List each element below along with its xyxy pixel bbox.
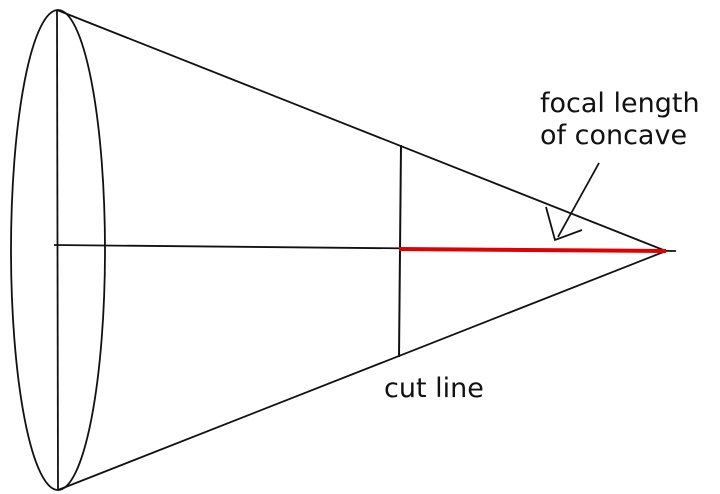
label-pointer-line — [557, 162, 600, 238]
focal-length-segment — [398, 247, 667, 253]
focal-length-label: focal length of concave — [540, 88, 700, 152]
cut-line-label: cut line — [384, 373, 484, 404]
base-vertical-diameter — [56, 9, 59, 491]
cone-upper-edge — [56, 9, 667, 252]
focal-length-label-line1: focal length — [540, 88, 700, 119]
cone-lower-edge — [57, 250, 667, 491]
arrowhead-icon — [545, 206, 583, 242]
focal-length-label-line2: of concave — [540, 119, 688, 151]
